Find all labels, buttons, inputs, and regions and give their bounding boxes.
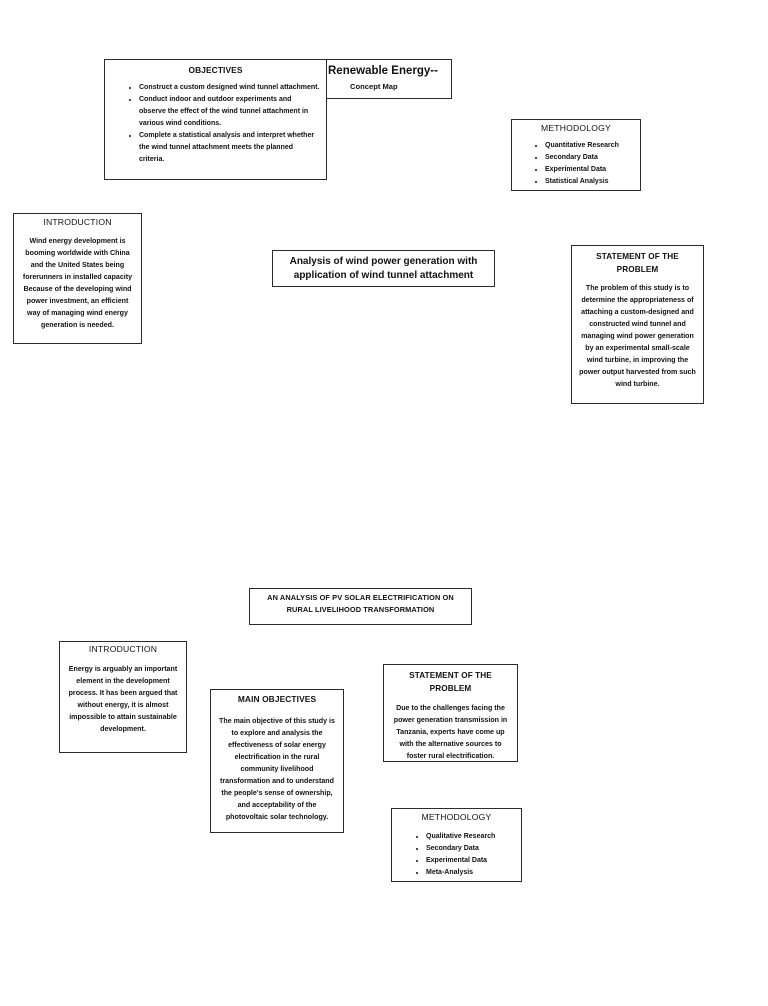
statement-text: The problem of this study is to determin… [579,284,696,388]
introduction-text: Wind energy development is booming world… [22,237,133,329]
solar-methodology-box: METHODOLOGY Qualitative Research Seconda… [391,808,522,882]
statement-heading: STATEMENT OF THE PROBLEM [596,252,679,274]
central-topic: Analysis of wind power generation with a… [289,256,478,281]
objectives-heading: OBJECTIVES [188,65,243,75]
objective-item: Conduct indoor and outdoor experiments a… [139,94,320,130]
main-objectives-heading: MAIN OBJECTIVES [237,694,317,704]
methodology-item: Quantitative Research [545,140,636,152]
objective-item: Complete a statistical analysis and inte… [139,130,320,166]
solar-introduction-heading: INTRODUCTION [88,644,158,654]
methodology-item: Experimental Data [545,164,636,176]
introduction-heading: INTRODUCTION [43,217,112,227]
solar-statement-box: STATEMENT OF THE PROBLEM Due to the chal… [383,664,518,762]
solar-methodology-item: Qualitative Research [426,831,517,843]
solar-introduction-text: Energy is arguably an important element … [68,665,178,733]
solar-central-topic-box: AN ANALYSIS OF PV SOLAR ELECTRIFICATION … [249,588,472,625]
central-topic-box: Analysis of wind power generation with a… [272,250,495,287]
methodology-item: Statistical Analysis [545,176,636,188]
solar-introduction-box: INTRODUCTION Energy is arguably an impor… [59,641,187,753]
solar-methodology-item: Experimental Data [426,855,517,867]
statement-box: STATEMENT OF THE PROBLEM The problem of … [571,245,704,404]
solar-methodology-item: Secondary Data [426,843,517,855]
objectives-box: OBJECTIVES Construct a custom designed w… [104,59,327,180]
solar-methodology-item: Meta-Analysis [426,867,517,879]
objective-item: Construct a custom designed wind tunnel … [139,82,320,94]
methodology-list: Quantitative Research Secondary Data Exp… [545,140,636,188]
methodology-box: METHODOLOGY Quantitative Research Second… [511,119,641,191]
introduction-box: INTRODUCTION Wind energy development is … [13,213,142,344]
concept-map-1-subtitle: Concept Map [350,82,398,91]
solar-statement-heading: STATEMENT OF THE PROBLEM [409,671,492,693]
methodology-item: Secondary Data [545,152,636,164]
concept-map-1-title: Renewable Energy-- [328,65,438,77]
objectives-list: Construct a custom designed wind tunnel … [139,82,320,166]
solar-statement-text: Due to the challenges facing the power g… [393,704,508,760]
concept-map-1-title-box: Renewable Energy-- Concept Map [307,59,452,99]
solar-methodology-heading: METHODOLOGY [421,812,492,822]
methodology-heading: METHODOLOGY [540,123,611,133]
solar-central-topic: AN ANALYSIS OF PV SOLAR ELECTRIFICATION … [267,593,454,614]
main-objectives-text: The main objective of this study is to e… [219,717,335,821]
main-objectives-box: MAIN OBJECTIVES The main objective of th… [210,689,344,833]
solar-methodology-list: Qualitative Research Secondary Data Expe… [426,831,517,879]
